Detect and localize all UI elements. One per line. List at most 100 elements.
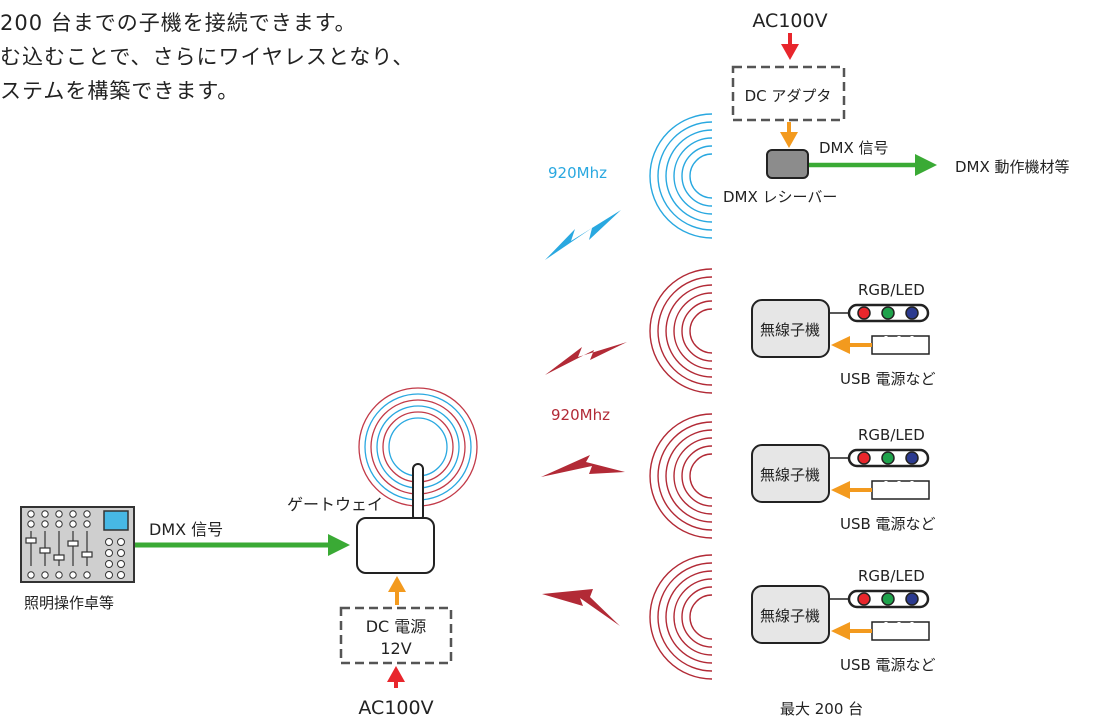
slave-wave-arcs [649, 554, 713, 680]
receiver-dmx-arrow [809, 154, 937, 176]
console-knob [117, 560, 125, 568]
console-knob [117, 549, 125, 557]
intro-text: 200 台までの子機を接続できます。 む込むことで、さらにワイヤレスとなり、 ス… [0, 6, 414, 108]
console-knob [117, 571, 125, 579]
led-icon [905, 306, 919, 320]
led-icon [905, 592, 919, 606]
wave-arc [649, 554, 713, 680]
led-icon [857, 592, 871, 606]
console-knob [41, 571, 49, 579]
wireless-slave-box [751, 585, 830, 644]
wave-arc [665, 284, 713, 378]
lightning-icon-red [542, 589, 620, 626]
wave-arc [689, 153, 713, 199]
wave-arc [649, 113, 713, 239]
lighting-console-icon [20, 506, 135, 583]
intro-line: ステムを構築できます。 [0, 79, 240, 103]
led-icon [905, 451, 919, 465]
lightning-icon-red [545, 342, 627, 375]
wave-arc [657, 276, 713, 386]
wave-arc [681, 445, 713, 507]
slave-usb-label: USB 電源など [840, 515, 936, 533]
slave-usb-label: USB 電源など [840, 370, 936, 388]
slave-unit-label: 無線子機 [760, 607, 820, 625]
console-knob [69, 520, 77, 528]
console-knob [55, 510, 63, 518]
slave-wave-arcs [649, 413, 713, 539]
slave-rgb-label: RGB/LED [858, 426, 925, 444]
console-knob [105, 560, 113, 568]
console-knob [41, 520, 49, 528]
dmx-receiver-box [766, 149, 809, 179]
receiver-freq-label: 920Mhz [548, 164, 607, 182]
wave-arc [665, 129, 713, 223]
console-knob [105, 549, 113, 557]
receiver-ac-label: AC100V [752, 10, 827, 32]
lightning-icon-red [541, 455, 625, 477]
wave-arc [673, 137, 713, 215]
console-knob [105, 571, 113, 579]
slave-rgb-label: RGB/LED [858, 281, 925, 299]
receiver-device-label: DMX レシーバー [723, 188, 837, 206]
slave-unit: RGB/LED 無線子機 USB 電源など [751, 567, 936, 674]
receiver-ac-arrow [781, 33, 799, 60]
console-dmx-label: DMX 信号 [149, 520, 223, 539]
gateway-psu-line1: DC 電源 [366, 617, 427, 636]
wave-arc [657, 121, 713, 231]
led-icon [857, 306, 871, 320]
console-knob [55, 571, 63, 579]
slaves-freq-label: 920Mhz [551, 406, 610, 424]
gateway-antenna [412, 463, 424, 522]
intro-line: む込むことで、さらにワイヤレスとなり、 [0, 45, 415, 69]
wave-arc [689, 308, 713, 354]
gateway-psu-box [339, 606, 453, 665]
led-icon [881, 306, 895, 320]
led-icon [881, 592, 895, 606]
console-knob [27, 571, 35, 579]
wireless-slave-box [751, 299, 830, 358]
receiver-adapter-box [731, 65, 846, 122]
slave-unit-label: 無線子機 [760, 466, 820, 484]
receiver-target-label: DMX 動作機材等 [955, 158, 1070, 176]
wave-arc [657, 421, 713, 531]
console-knob [83, 520, 91, 528]
wave-arc [689, 594, 713, 640]
gateway-ac-arrow [387, 666, 405, 688]
max-units-label: 最大 200 台 [780, 700, 863, 718]
wave-arc [657, 562, 713, 672]
slave-usb-label: USB 電源など [840, 656, 936, 674]
receiver-power-arrow [780, 122, 798, 148]
console-knob [69, 510, 77, 518]
receiver-adapter-label: DC アダプタ [745, 87, 832, 105]
wave-arc [689, 453, 713, 499]
slave-unit-label: 無線子機 [760, 321, 820, 339]
wave-arc [681, 300, 713, 362]
slave-wave-arcs [649, 268, 713, 394]
slave-unit: RGB/LED 無線子機 USB 電源など [751, 281, 936, 388]
wave-arc [649, 268, 713, 394]
wave-arc [665, 429, 713, 523]
console-knob [41, 510, 49, 518]
console-fader-cap [67, 540, 79, 547]
wave-arc [673, 578, 713, 656]
console-knob [27, 520, 35, 528]
console-knob [83, 571, 91, 579]
slave-rgb-label: RGB/LED [858, 567, 925, 585]
console-fader-cap [53, 554, 65, 561]
gateway-power-arrow [388, 576, 406, 605]
lightning-icon-blue [545, 210, 621, 260]
gateway-ac-label: AC100V [358, 697, 433, 719]
wave-arc [649, 413, 713, 539]
slave-unit: RGB/LED 無線子機 USB 電源など [751, 426, 936, 533]
console-knob [117, 538, 125, 546]
intro-line: 200 台までの子機を接続できます。 [0, 11, 357, 35]
wave-arc [665, 570, 713, 664]
console-fader-cap [81, 551, 93, 558]
console-knob [105, 538, 113, 546]
console-knob [69, 571, 77, 579]
console-fader-cap [25, 537, 37, 544]
console-fader-cap [39, 547, 51, 554]
wireless-slave-box [751, 444, 830, 503]
dmx-arrow-console [135, 534, 350, 556]
